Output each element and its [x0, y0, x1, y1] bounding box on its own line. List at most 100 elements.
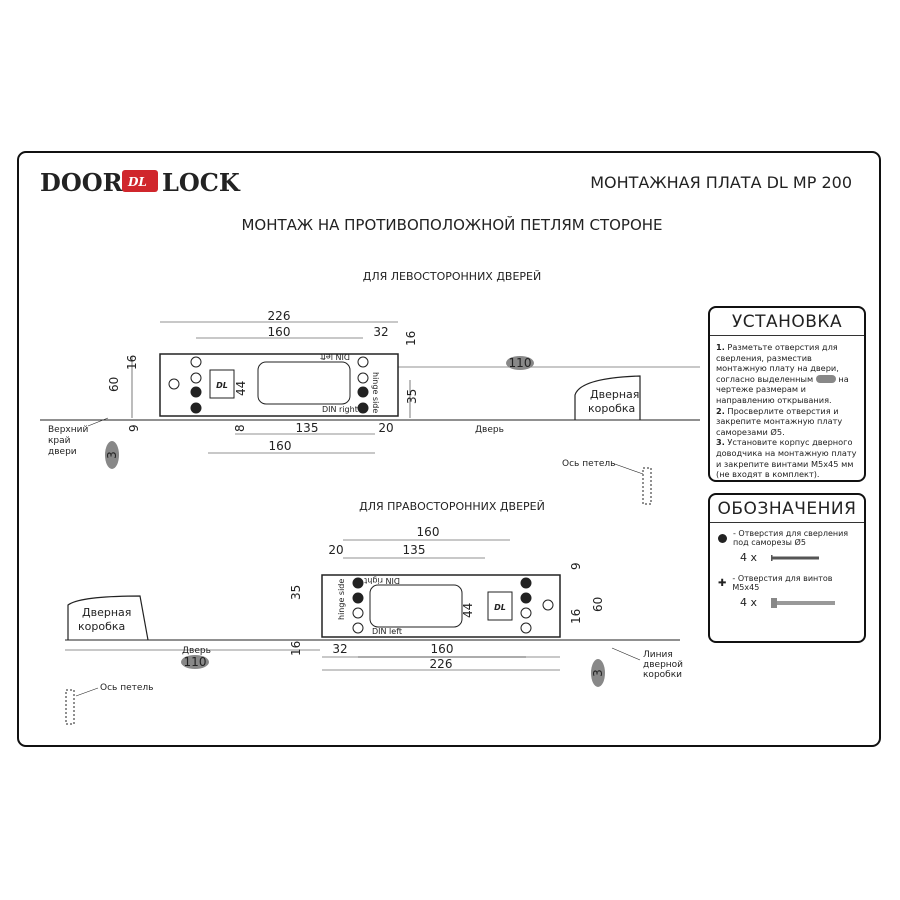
frame-line-label-1: Линия — [643, 650, 673, 660]
hinge-axis-label: Ось петель — [100, 683, 153, 693]
logo-badge — [122, 170, 158, 192]
plate-window — [369, 584, 463, 628]
top-edge-label-2: край — [48, 436, 71, 446]
dim-20: 20 — [328, 543, 343, 557]
dim-16-right: 16 — [404, 331, 418, 346]
left-door-caption: ДЛЯ ЛЕВОСТОРОННИХ ДВЕРЕЙ — [363, 270, 542, 283]
plate-window — [257, 361, 351, 405]
frame-label-1: Дверная — [590, 388, 639, 401]
dim-160-bottom: 160 — [431, 642, 454, 656]
plate-badge-text: DL — [216, 381, 228, 390]
logo: DOOR DL LOCK — [40, 168, 241, 197]
highlight-swatch — [815, 375, 836, 384]
dim-9: 9 — [569, 562, 583, 570]
dim-160: 160 — [417, 525, 440, 539]
logo-dl: DL — [127, 175, 147, 189]
frame-label-2: коробка — [588, 402, 635, 415]
step-number: 2. — [716, 405, 725, 416]
dim-60: 60 — [107, 377, 121, 392]
step-text: Установите корпус дверного доводчика на … — [716, 437, 857, 480]
dim-135: 135 — [296, 421, 319, 435]
step-text: Разметьте отверстия для сверления, разме… — [716, 342, 839, 384]
left-door-diagram: ДЛЯ ЛЕВОСТОРОННИХ ДВЕРЕЙ — [40, 270, 700, 505]
dim-32: 32 — [373, 325, 388, 339]
step-number: 1. — [716, 342, 725, 352]
step-text: Просверлите отверстия и закрепите монтаж… — [716, 405, 843, 437]
frame-line-label-2: дверной — [643, 660, 683, 670]
logo-lock: LOCK — [162, 168, 241, 197]
legend-count: 4 x — [740, 596, 758, 609]
plate-badge-text: DL — [494, 603, 506, 612]
dim-20: 20 — [378, 421, 393, 435]
dim-9: 9 — [127, 424, 141, 432]
outer-frame — [17, 151, 881, 747]
legend-count: 4 x — [740, 551, 758, 564]
dim-3: 3 — [591, 669, 605, 677]
wood-screw-icon — [771, 554, 820, 561]
dim-3: 3 — [105, 451, 119, 459]
frame-label-2: коробка — [78, 620, 125, 633]
dim-226: 226 — [430, 657, 453, 671]
drawing-title: МОНТАЖНАЯ ПЛАТА DL MP 200 — [590, 173, 852, 192]
highlight-110 — [181, 655, 209, 669]
dim-44: 44 — [461, 603, 475, 618]
legend-title: ОБОЗНАЧЕНИЯ — [710, 495, 864, 523]
left-door-labels: 226 160 32 16 16 60 44 35 9 8 135 20 160… — [48, 309, 639, 469]
legend-item-screw: ✚ - Отверстия для винтов М5х45 — [710, 574, 864, 592]
mounting-plate — [159, 353, 399, 417]
dim-8: 8 — [233, 424, 247, 432]
install-step-1: 1. Разметьте отверстия для сверления, ра… — [710, 342, 864, 406]
machine-screw-icon — [771, 597, 836, 608]
top-edge-label-1: Верхний — [48, 425, 88, 435]
top-edge-label-3: двери — [48, 447, 77, 457]
dim-16-left: 16 — [125, 355, 139, 370]
step-number: 3. — [716, 437, 725, 448]
dim-135: 135 — [403, 543, 426, 557]
dim-160-bottom: 160 — [269, 439, 292, 453]
highlight-3 — [105, 441, 119, 469]
legend-text: - Отверстия для винтов М5х45 — [732, 574, 833, 592]
install-step-3: 3. Установите корпус дверного доводчика … — [710, 437, 864, 479]
frame-label-1: Дверная — [82, 606, 131, 619]
door-label: Дверь — [182, 646, 211, 656]
step-text: на чертеже размерам и направлению открыв… — [716, 373, 849, 405]
legend-panel: ОБОЗНАЧЕНИЯ - Отверстия для сверления по… — [708, 493, 866, 643]
right-door-labels: 160 20 135 35 44 9 60 16 16 32 160 226 1… — [78, 525, 683, 693]
dim-60: 60 — [591, 597, 605, 612]
right-door-caption: ДЛЯ ПРАВОСТОРОННИХ ДВЕРЕЙ — [359, 500, 545, 513]
plate-badge — [209, 369, 235, 399]
dim-110: 110 — [184, 655, 207, 669]
install-title: УСТАНОВКА — [710, 308, 864, 336]
mounting-plate — [321, 574, 561, 638]
dim-32: 32 — [332, 642, 347, 656]
dim-44: 44 — [234, 381, 248, 396]
highlight-3 — [591, 659, 605, 687]
din-left-label: DIN left — [372, 627, 402, 636]
install-step-2: 2. Просверлите отверстия и закрепите мон… — [710, 406, 864, 438]
dim-16-left: 16 — [289, 641, 303, 656]
plate-badge — [487, 591, 513, 621]
dim-160: 160 — [268, 325, 291, 339]
dim-226: 226 — [268, 309, 291, 323]
din-right-label: DIN right — [364, 576, 400, 585]
legend-text: - Отверстия для сверления под саморезы Ø… — [733, 529, 849, 547]
drill-hole-icon — [718, 533, 727, 543]
door-label: Дверь — [475, 425, 504, 435]
right-door-diagram: ДЛЯ ПРАВОСТОРОННИХ ДВЕРЕЙ — [65, 500, 680, 725]
highlight-110 — [506, 356, 534, 370]
dim-110: 110 — [509, 356, 532, 370]
hinge-side-label: hinge side — [337, 579, 346, 620]
frame-line-label-3: коробки — [643, 670, 682, 680]
hinge-axis-label: Ось петель — [562, 459, 615, 469]
din-left-label: DIN left — [320, 352, 350, 361]
dim-35: 35 — [405, 389, 419, 404]
drawing-subtitle: МОНТАЖ НА ПРОТИВОПОЛОЖНОЙ ПЕТЛЯМ СТОРОНЕ — [241, 215, 662, 234]
din-right-label: DIN right — [322, 405, 358, 414]
dim-35: 35 — [289, 585, 303, 600]
logo-door: DOOR — [40, 168, 124, 197]
hinge-side-label: hinge side — [371, 372, 380, 413]
screw-hole-icon: ✚ — [718, 577, 727, 589]
install-panel: УСТАНОВКА 1. Разметьте отверстия для све… — [708, 306, 866, 482]
legend-item-drill: - Отверстия для сверления под саморезы Ø… — [710, 529, 864, 547]
